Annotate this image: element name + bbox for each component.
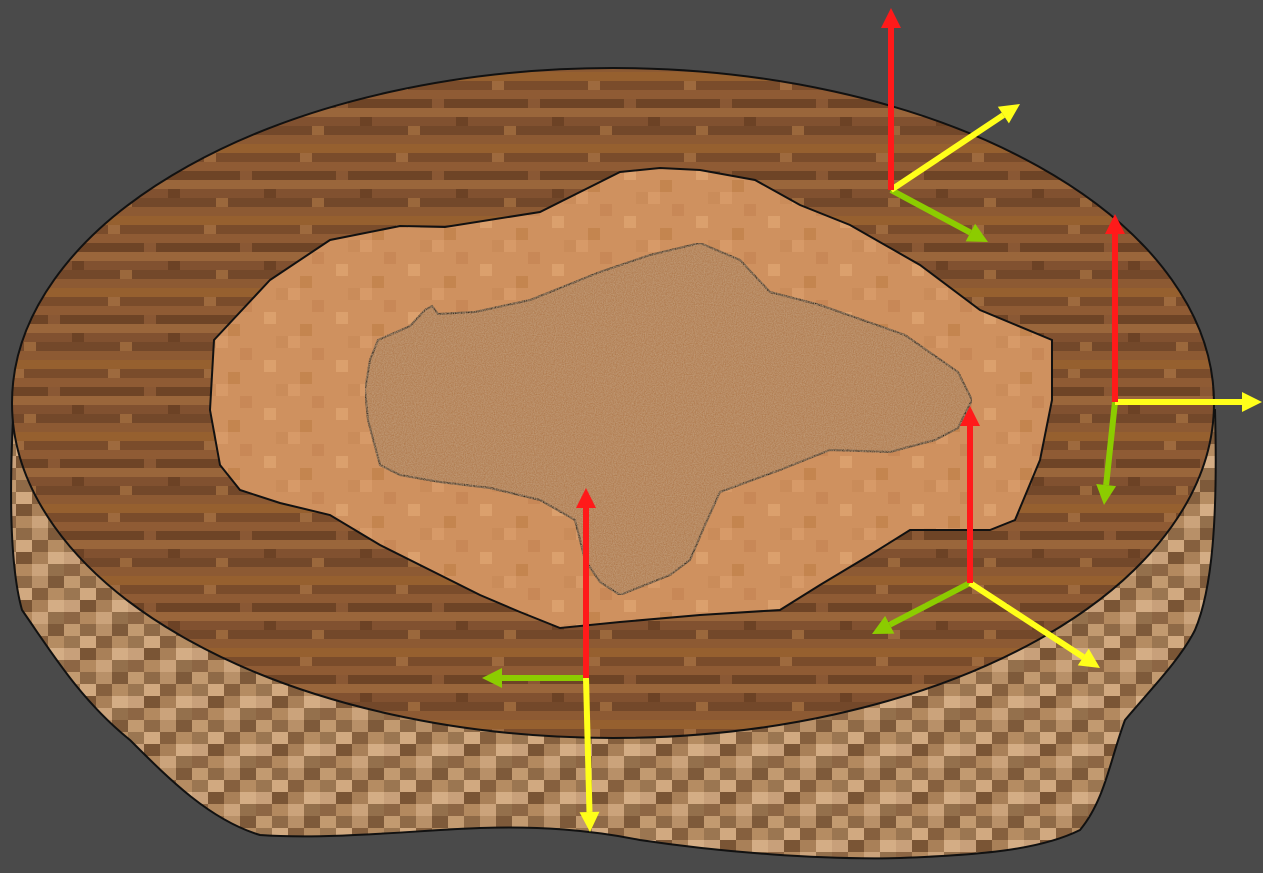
frame-2-primary-axis-head — [1242, 392, 1262, 412]
frame-1-up-axis-head — [881, 8, 901, 28]
frame-4-primary-axis-shaft — [586, 678, 589, 812]
